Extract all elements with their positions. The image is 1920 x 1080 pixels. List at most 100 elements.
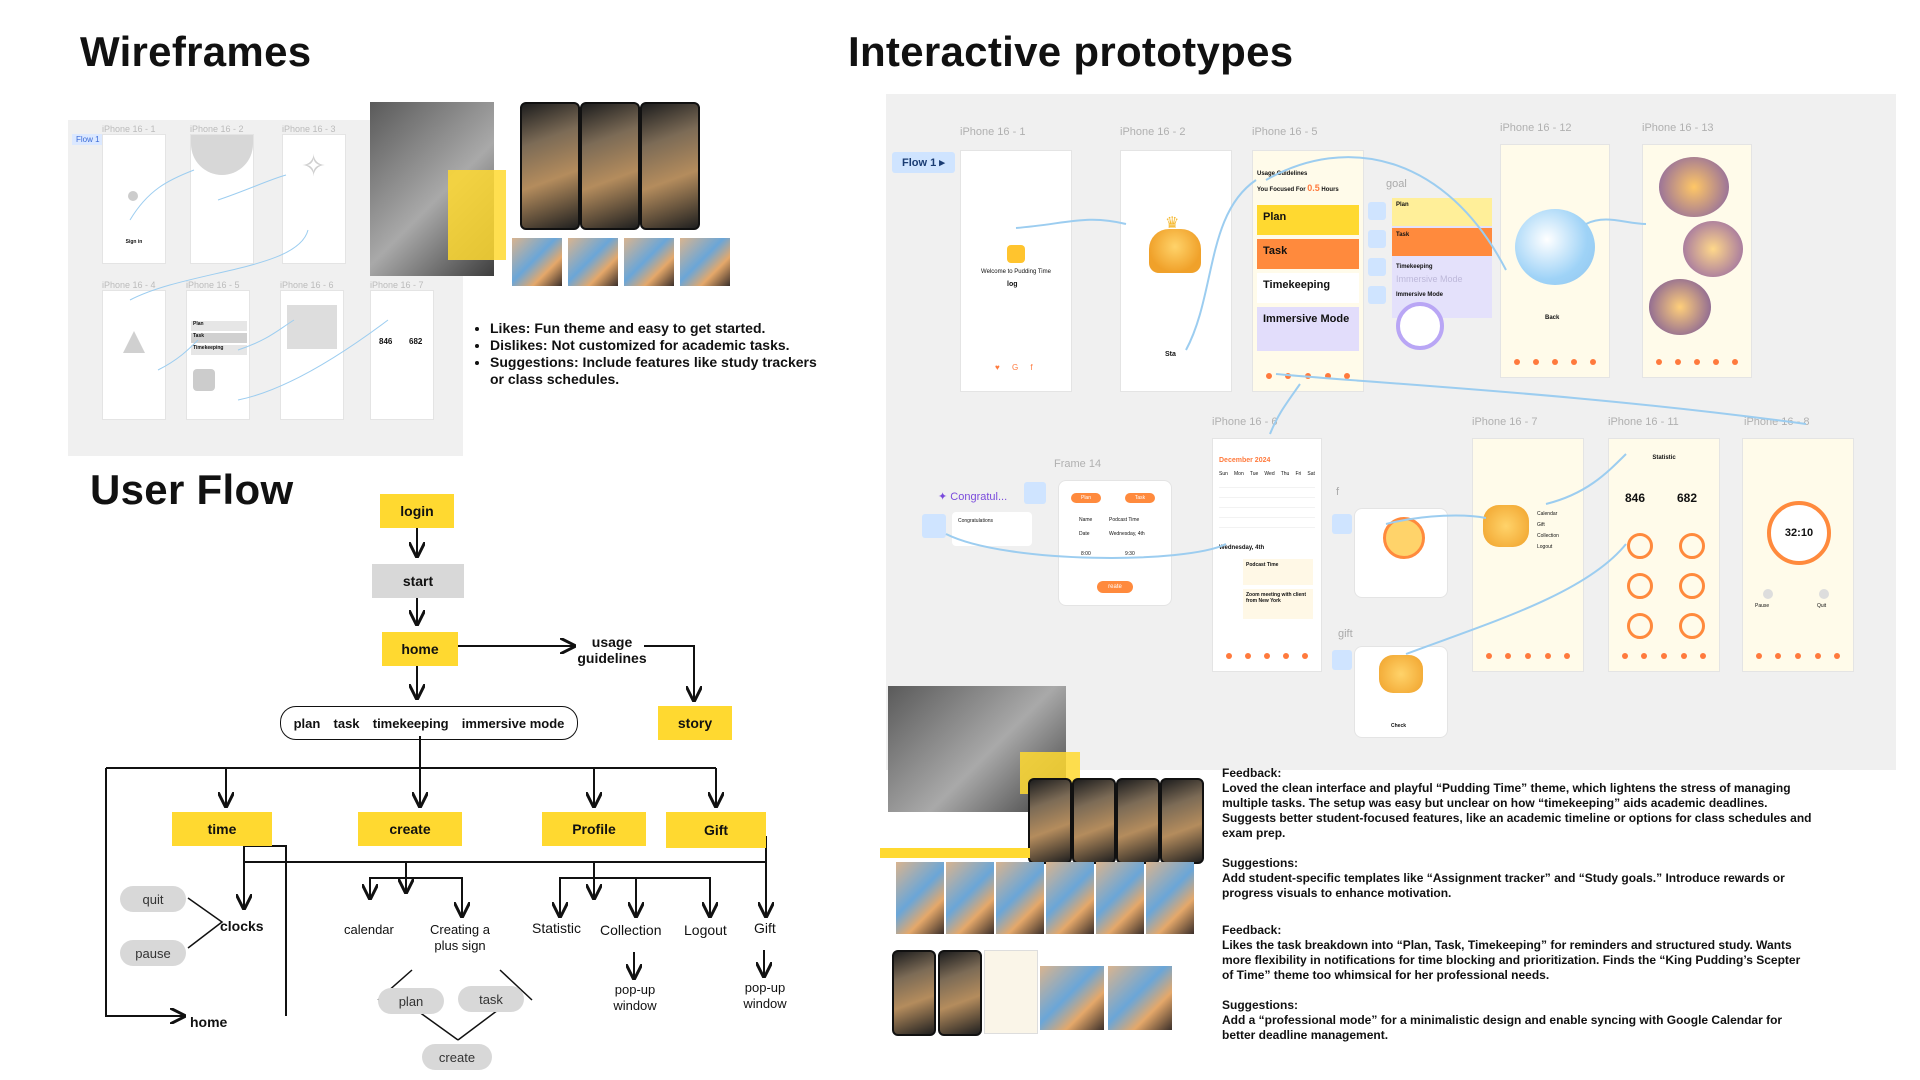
form-name-label: Name [1079, 517, 1093, 523]
screenshot-thumb [640, 102, 700, 230]
proto-frame-welcome: Welcome to Pudding Time log ♥ G f [960, 150, 1072, 392]
feedback-body: Likes the task breakdown into “Plan, Tas… [1222, 938, 1801, 982]
create-plan-tab[interactable]: Plan [1071, 493, 1101, 503]
link-icon [1368, 230, 1386, 248]
wf-menu-task: Task [191, 333, 247, 343]
screenshot-thumb [938, 950, 982, 1036]
pause-label: Pause [1755, 603, 1770, 609]
calendar-grid[interactable] [1219, 481, 1315, 537]
congrats-link: ✦ Congratul... [938, 491, 1008, 503]
form-start-time[interactable]: 8:00 [1081, 551, 1091, 557]
audio-recording-screen [984, 950, 1038, 1034]
welcome-text: Welcome to Pudding Time [981, 269, 1051, 275]
calendar-month-title: December 2024 [1219, 457, 1271, 464]
usage-guidelines-link[interactable]: Usage Guidelines [1257, 171, 1308, 177]
flow-story: story [658, 706, 732, 740]
login-button[interactable]: log [1007, 281, 1018, 288]
profile-menu-gift[interactable]: Gift [1537, 522, 1545, 528]
wireframe-feedback-item: Suggestions: Include features like study… [490, 354, 830, 388]
home-timekeeping-card[interactable]: Timekeeping [1257, 273, 1359, 303]
flow-mode-task: task [333, 715, 360, 731]
flow-quit: quit [120, 886, 186, 912]
wf-logo [128, 191, 138, 201]
calendar-date-label: Wednesday, 4th [1219, 545, 1265, 551]
pause-icon[interactable] [1763, 589, 1773, 599]
wireframe-feedback-list: Likes: Fun theme and easy to get started… [474, 320, 830, 388]
progress-ring [1627, 573, 1653, 599]
hand-photo [1096, 862, 1144, 934]
social-login-icons[interactable]: ♥ G f [995, 363, 1038, 372]
frame-label: iPhone 16 - 12 [1500, 122, 1572, 134]
feedback-body: Loved the clean interface and playful “P… [1222, 781, 1812, 840]
flow-mode-timekeeping: timekeeping [372, 715, 449, 731]
profile-menu-calendar[interactable]: Calendar [1537, 511, 1558, 517]
f-label: f [1336, 486, 1340, 498]
prototype-feedback: Feedback: Loved the clean interface and … [1222, 766, 1814, 1043]
home-task-card[interactable]: Task [1257, 239, 1359, 269]
proto-frame-story [1642, 144, 1752, 378]
wireframe-feedback-item: Dislikes: Not customized for academic ta… [490, 337, 830, 354]
create-button[interactable]: reate [1097, 581, 1133, 593]
hand-photo [996, 862, 1044, 934]
overlay-timekeeping[interactable]: Timekeeping [1396, 264, 1433, 270]
congrats-card: Congratulations [952, 512, 1032, 546]
profile-menu-collection[interactable]: Collection [1537, 533, 1559, 539]
wf-menu-plan: Plan [191, 321, 247, 331]
flow-popup-window: pop-up window [613, 982, 657, 1013]
create-task-tab[interactable]: Task [1125, 493, 1155, 503]
link-icon [922, 514, 946, 538]
flow-modes-group: plan task timekeeping immersive mode [280, 706, 578, 740]
wand-icon: ✧ [301, 150, 327, 183]
flow-plan: plan [378, 988, 444, 1014]
progress-ring [1627, 613, 1653, 639]
wf-menu-timekeeping: Timekeeping [191, 345, 247, 355]
flow-home-bottom: home [190, 1014, 228, 1030]
back-button[interactable]: Back [1545, 315, 1560, 321]
tab-bar [1615, 653, 1713, 665]
form-end-time[interactable]: 9:30 [1125, 551, 1135, 557]
calendar-event[interactable]: Podcast Time [1243, 559, 1313, 585]
wf-immersive-block [193, 369, 215, 391]
calendar-event[interactable]: Zoom meeting with client from New York [1243, 589, 1313, 619]
feedback-title: Feedback: [1222, 766, 1282, 780]
wf-frame-label: iPhone 16 - 3 [282, 124, 336, 134]
immersive-ring [1396, 302, 1444, 350]
congrats-label: Congratul... [950, 491, 1008, 503]
gift-mascot [1379, 655, 1423, 693]
wf-frame-label: iPhone 16 - 7 [370, 280, 424, 290]
start-button[interactable]: Sta [1165, 351, 1176, 358]
frame-label: iPhone 16 - 2 [1120, 126, 1186, 138]
hand-photo [1046, 862, 1094, 934]
home-plan-card[interactable]: Plan [1257, 205, 1359, 235]
statistic-value: 846 [1625, 491, 1646, 505]
photo-yellow-accent [880, 848, 1030, 858]
overlay-immersive[interactable]: Immersive Mode [1396, 292, 1444, 298]
form-date-field[interactable]: Wednesday, 4th [1109, 531, 1145, 537]
proto-popup-congrats [1354, 508, 1448, 598]
profile-mascot [1483, 505, 1529, 547]
prototype-flow-tag[interactable]: Flow 1 ▸ [892, 152, 955, 173]
focus-hours: 0.5 [1307, 183, 1320, 193]
overlay-immersive-ghost: Immersive Mode [1396, 274, 1463, 284]
app-logo-icon [1007, 245, 1025, 263]
hand-photo [568, 238, 618, 286]
frame-label: iPhone 16 - 11 [1608, 416, 1679, 428]
statistic-title: Statistic [1652, 455, 1676, 461]
home-immersive-card[interactable]: Immersive Mode [1257, 307, 1359, 351]
wf-calendar-block [287, 305, 337, 349]
link-icon [1024, 482, 1046, 504]
weekday: Thu [1280, 471, 1290, 477]
wf-frame-label: iPhone 16 - 4 [102, 280, 156, 290]
check-button[interactable]: Check [1391, 723, 1407, 729]
quit-icon[interactable] [1819, 589, 1829, 599]
suggestions-title: Suggestions: [1222, 856, 1299, 870]
overlay-task[interactable]: Task [1392, 228, 1492, 256]
flow-logout: Logout [684, 922, 727, 938]
wf-frame-3: ✧ [282, 134, 346, 264]
profile-menu-logout[interactable]: Logout [1537, 544, 1553, 550]
progress-ring [1627, 533, 1653, 559]
flow-profile: Profile [542, 812, 646, 846]
form-name-field[interactable]: Podcast Time [1109, 517, 1140, 523]
flow-time: time [172, 812, 272, 846]
